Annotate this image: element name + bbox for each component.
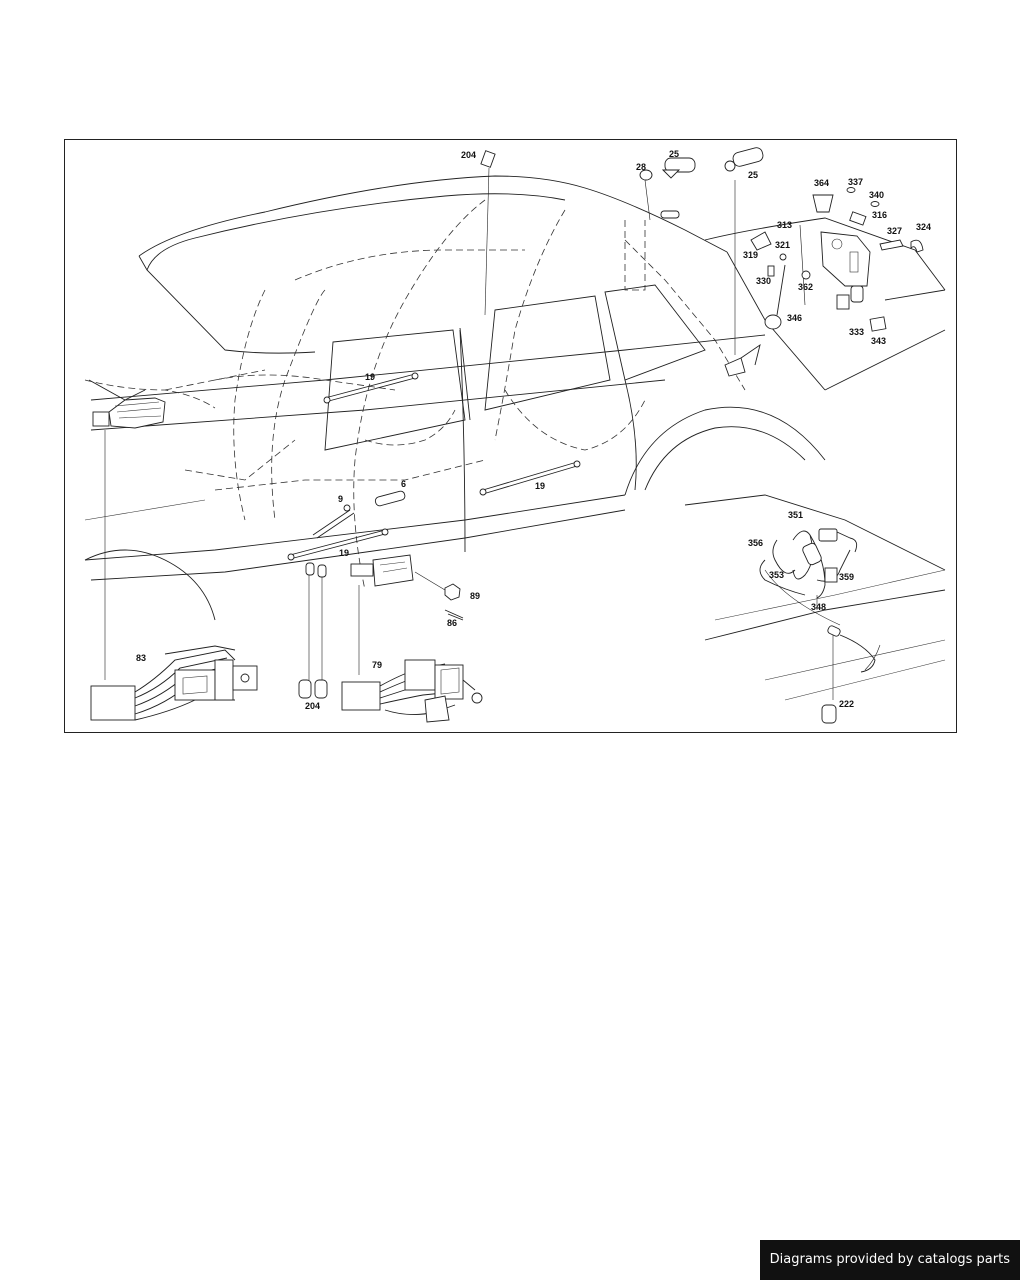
callout-364: 364 [814,178,829,188]
part-28-rod [660,210,680,219]
door-lock-block [350,563,374,577]
part-337 [846,187,856,193]
callout-204-lower: 204 [305,701,320,711]
callout-19-lower: 19 [339,548,349,558]
part-19-lower [287,528,389,561]
callout-321: 321 [775,240,790,250]
callout-333: 333 [849,327,864,337]
attribution-text: Diagrams provided by catalogs parts [769,1252,1010,1267]
callout-353: 353 [769,570,784,580]
part-346 [764,314,782,330]
part-79-lock-assembly [341,659,483,723]
callout-19-middle: 19 [535,481,545,491]
part-25-left-bracket [661,169,681,179]
part-321 [779,253,787,261]
callout-313: 313 [777,220,792,230]
part-19-middle [479,460,581,496]
part-25-right-bracket [724,160,736,172]
attribution-badge: Diagrams provided by catalogs parts [759,1240,1020,1280]
parts [84,147,924,724]
callout-labels: 204 25 28 25 364 337 340 316 313 327 324… [136,149,931,711]
vehicle-exploded-diagram: 204 25 28 25 364 337 340 316 313 327 324… [84,147,946,724]
callout-83: 83 [136,653,146,663]
part-362 [801,270,811,280]
callout-362: 362 [798,282,813,292]
callout-337: 337 [848,177,863,187]
part-313-lock-housing [820,231,871,287]
front-lock-assembly-upper [84,379,216,429]
callout-319: 319 [743,250,758,260]
part-340 [870,201,880,207]
callout-19-upper: 19 [365,372,375,382]
part-204-top [480,150,496,168]
part-316 [849,211,867,226]
part-333 [836,294,850,310]
callout-316: 316 [872,210,887,220]
callout-346: 346 [787,313,802,323]
part-86 [444,609,464,621]
part-204-sleeve-a [305,562,315,576]
part-327 [879,239,904,251]
rear-wiring-harness [759,528,858,599]
part-364 [812,194,834,213]
callout-343: 343 [871,336,886,346]
part-89 [444,583,461,601]
part-28 [639,169,653,181]
part-313-base [850,285,864,303]
part-343 [869,316,887,332]
callout-79: 79 [372,660,382,670]
leader-lines [104,167,881,700]
hatch-actuator [724,357,746,377]
callout-86: 86 [447,618,457,628]
callout-6: 6 [401,479,406,489]
parts-diagram-frame: 204 25 28 25 364 337 340 316 313 327 324… [64,139,957,733]
callout-9: 9 [338,494,343,504]
part-25-right [732,147,764,167]
callout-359: 359 [839,572,854,582]
callout-330: 330 [756,276,771,286]
part-204-lower-a [298,679,312,699]
part-204-lower-b [314,679,328,699]
callout-222: 222 [839,699,854,709]
vehicle-interior-outline [164,199,746,591]
part-25-left [664,157,696,173]
callout-25-right: 25 [748,170,758,180]
part-222-plug [827,625,841,637]
callout-204-top: 204 [461,150,476,160]
vehicle-body-outline [84,175,946,701]
callout-351: 351 [788,510,803,520]
callout-324: 324 [916,222,931,232]
callout-327: 327 [887,226,902,236]
part-319 [750,231,772,251]
callout-28: 28 [636,162,646,172]
part-19-upper [323,372,419,404]
callout-340: 340 [869,190,884,200]
callout-356: 356 [748,538,763,548]
part-330 [767,265,775,277]
callout-25-left: 25 [669,149,679,159]
part-9 [312,509,351,536]
part-83-lock-assembly [90,645,258,721]
part-222 [821,704,837,724]
callout-348: 348 [811,602,826,612]
part-204-sleeve-b [317,564,327,578]
part-6 [374,490,406,507]
callout-89: 89 [470,591,480,601]
part-324 [910,239,924,253]
